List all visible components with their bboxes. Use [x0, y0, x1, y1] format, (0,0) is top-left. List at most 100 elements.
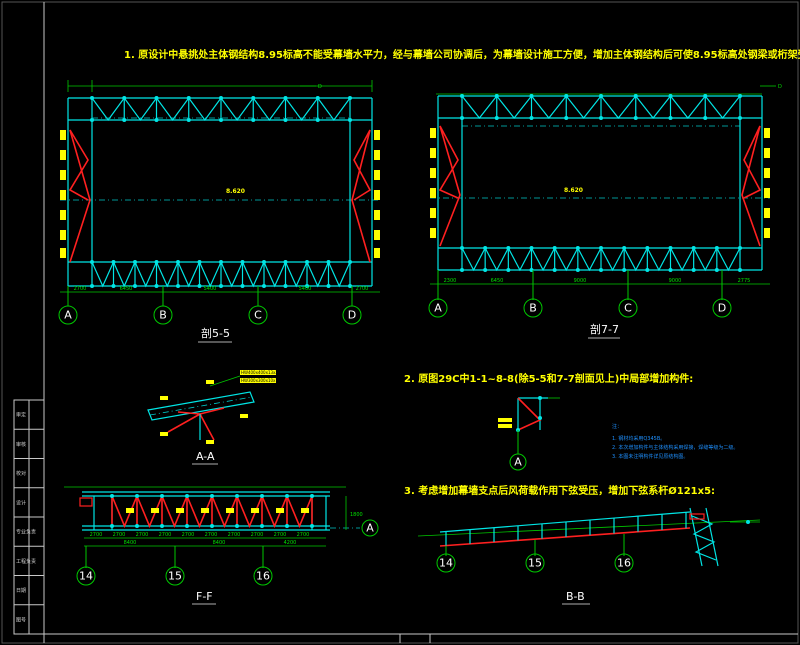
bb-axis-15: 15 [525, 553, 545, 573]
s77-bot-node [483, 268, 488, 272]
s55-bot-node [326, 260, 331, 264]
s77-top-node [494, 94, 499, 98]
s55-bot-node [326, 284, 331, 288]
s55-left-tag [60, 230, 66, 240]
s55-bot-node [240, 260, 245, 264]
s55-right-tag [374, 248, 380, 258]
s55-top-node [219, 96, 223, 100]
ff-dim-small-5: 2700 [205, 532, 218, 538]
s55-top-node [154, 118, 159, 122]
s55-top-node [122, 96, 127, 100]
s77-bot-node [714, 246, 719, 250]
ff-web-node [235, 524, 239, 528]
ff-axis-15: 15 [165, 566, 185, 586]
s55-left-tag [60, 170, 66, 180]
s55-top-node [154, 96, 159, 100]
s55-top-node [186, 118, 191, 122]
s77-top-node [738, 94, 742, 98]
s55-dim-3: 5400 [299, 286, 312, 292]
ff-web-node [135, 494, 139, 498]
s55-top-node [283, 96, 288, 100]
bb-axis-14: 14 [436, 553, 456, 573]
s55-bot-node [283, 260, 288, 264]
ff-web-node [160, 494, 164, 498]
s77-dim-0: 2300 [444, 278, 457, 284]
s77-bot-node [575, 246, 580, 250]
s55-bot-node [176, 284, 180, 288]
s55-top-node [122, 118, 127, 122]
ff-member-tag [201, 508, 209, 513]
s55-bot-node [240, 284, 245, 288]
s77-dim-3: 9000 [669, 278, 682, 284]
svg-text:A: A [366, 522, 374, 535]
svg-text:B: B [159, 309, 167, 322]
title-block-cell-6: 日期 [16, 588, 26, 594]
s77-right-tag [764, 188, 770, 198]
svg-text:14: 14 [439, 557, 453, 570]
title-block-cell-5: 工程负责 [16, 558, 36, 565]
svg-text:16: 16 [256, 570, 270, 583]
ff-dim-small-2: 2700 [136, 532, 149, 538]
s77-left-tag [430, 228, 436, 238]
note-2: 2. 原图29C中1-1~8-8(除5-5和7-7剖面见上)中局部增加构件: [404, 372, 693, 385]
ff-member-tag [276, 508, 284, 513]
s55-axis-C: C [248, 305, 268, 325]
svg-text:B: B [529, 302, 537, 315]
s77-axis-D: D [712, 298, 732, 318]
s77-right-tag [764, 128, 770, 138]
ff-web-node [110, 494, 114, 498]
ff-axis-16: 16 [253, 566, 273, 586]
ff-web-node [310, 524, 314, 528]
s77-bot-node [691, 268, 696, 272]
s77-dim-2: 9000 [574, 278, 587, 284]
s55-bot-node [154, 260, 159, 264]
s55-left-tag [60, 190, 66, 200]
s55-bot-node [197, 284, 202, 288]
ff-member-tag [251, 508, 259, 513]
s77-axis-B: B [523, 298, 543, 318]
legend-note-0: 注： [612, 423, 622, 430]
ff-web-node [285, 494, 289, 498]
s55-bot-node [305, 284, 309, 288]
s55-left-tag [60, 248, 66, 258]
svg-text:15: 15 [528, 557, 542, 570]
s55-right-tag [374, 190, 380, 200]
legend-note-2: 2. 本次增加构件与主体结构采用焊接，焊缝等级为二级。 [612, 444, 738, 451]
ff-dim-small-4: 2700 [182, 532, 195, 538]
aa-tag-1-box [240, 370, 276, 375]
s55-axis-A: A [58, 305, 78, 325]
s77-left-tag [430, 168, 436, 178]
s77-bot-node [668, 246, 673, 250]
s77-level-label: D [778, 84, 782, 90]
s77-right-tag [764, 168, 770, 178]
s55-top-node [186, 96, 191, 100]
s77-right-tag [764, 228, 770, 238]
s77-top-node [599, 94, 603, 98]
s77-top-node [633, 94, 638, 98]
s55-axis-D: D [342, 305, 362, 325]
detail-a-a: HW400x400x13x21 HW300x300x10x15 A-A [147, 370, 281, 465]
svg-text:C: C [254, 309, 262, 322]
s77-top-node [703, 94, 708, 98]
ff-web-node [235, 494, 239, 498]
s77-bot-node [645, 246, 650, 250]
svg-text:A: A [64, 309, 72, 322]
title-block-cell-2: 校对 [16, 470, 26, 477]
ff-web-node [210, 524, 214, 528]
ff-side-axis: A [361, 519, 379, 537]
s55-top-node [283, 118, 288, 122]
s55-dim-2: 5400 [204, 286, 217, 292]
s77-title: 剖7-7 [590, 322, 619, 336]
s55-bot-node [111, 284, 116, 288]
s55-top-node [315, 96, 320, 100]
ff-member-tag [226, 508, 234, 513]
aa-tag-2-box [240, 378, 276, 383]
s55-dim-0: 2700 [74, 286, 87, 292]
s77-bot-node [552, 268, 557, 272]
ff-dim-small-9: 2700 [297, 532, 310, 538]
s55-dim-4: 2700 [356, 286, 369, 292]
ff-title: F-F [196, 590, 213, 603]
note-3: 3. 考虑增加幕墙支点后风荷载作用下弦受压，增加下弦系杆Ø121x5: [404, 484, 715, 497]
title-block-cell-3: 设计 [16, 499, 26, 506]
s55-top-node [348, 96, 352, 100]
